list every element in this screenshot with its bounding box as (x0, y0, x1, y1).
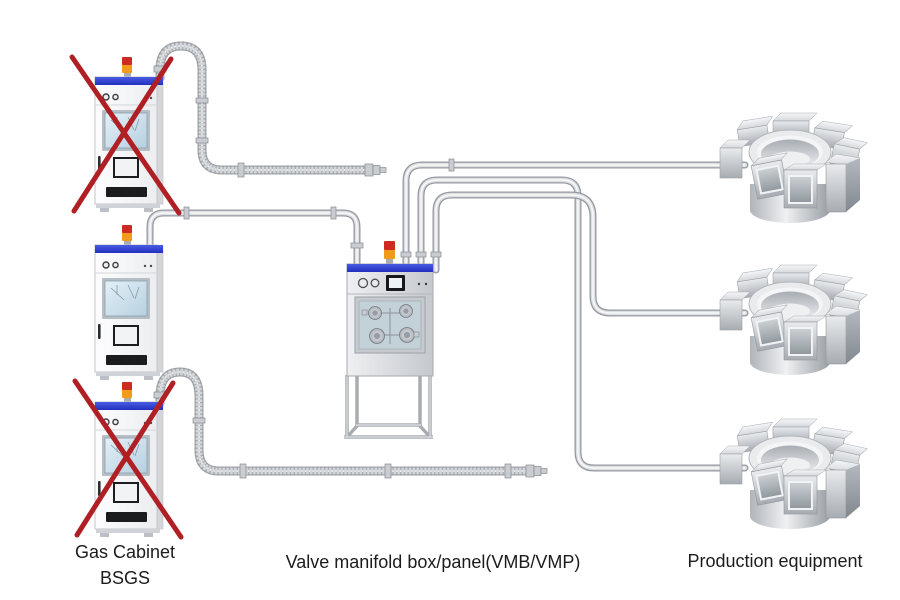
production-equipment-3 (719, 418, 869, 530)
gas-cabinet-label-line1: Gas Cabinet (74, 542, 176, 562)
hose-end-fitting (364, 163, 387, 177)
indicator-dot (417, 282, 421, 286)
pipe-flange (350, 242, 364, 249)
pipe-cabinet-to-vmb (150, 206, 364, 269)
vmb-blue-band (347, 264, 433, 272)
hose-end-fitting (525, 464, 548, 478)
indicator-dot (424, 282, 428, 286)
red-x-mark-top-cabinet (69, 54, 182, 216)
hose-clamp (192, 417, 206, 424)
hose-clamp (384, 463, 392, 479)
hose-clamp (239, 463, 247, 479)
gas-cabinet-label: Gas Cabinet BSGS (40, 539, 210, 591)
vmb-riser-flanges (400, 251, 442, 258)
pipe-vmb-to-equipment-3 (421, 180, 745, 468)
vmb-display-screen (389, 278, 402, 288)
vmb-unit (344, 241, 434, 439)
gas-cabinet-top (94, 56, 164, 213)
production-equipment-label: Production equipment (687, 551, 863, 571)
hose-gas-cabinet-top (153, 46, 387, 178)
hose-clamp (504, 463, 512, 479)
vmb-signal-tower (384, 241, 395, 264)
vmb-label: Valve manifold box/panel(VMB/VMP) (285, 552, 581, 572)
pressure-gauge (370, 278, 380, 288)
red-x-mark-bottom-cabinet (72, 378, 184, 540)
pipe-vmb-to-equipment-1 (406, 158, 745, 270)
pipe-flange (330, 206, 337, 220)
vmb-window (354, 296, 426, 354)
gas-cabinet-middle (94, 224, 164, 381)
pipe-vmb-to-equipment-2 (436, 195, 745, 313)
production-equipment-2 (719, 264, 869, 376)
hose-clamp (237, 162, 245, 178)
pressure-gauge (357, 277, 369, 289)
pipe-flange (448, 158, 455, 172)
hose-gas-cabinet-bottom (153, 372, 548, 479)
pipe-flange (183, 206, 190, 220)
production-equipment-1 (719, 112, 869, 224)
hose-clamp (195, 97, 209, 104)
gas-cabinet-label-line2: BSGS (99, 568, 151, 589)
hose-clamp (195, 137, 209, 144)
vmb-stand (344, 375, 433, 439)
